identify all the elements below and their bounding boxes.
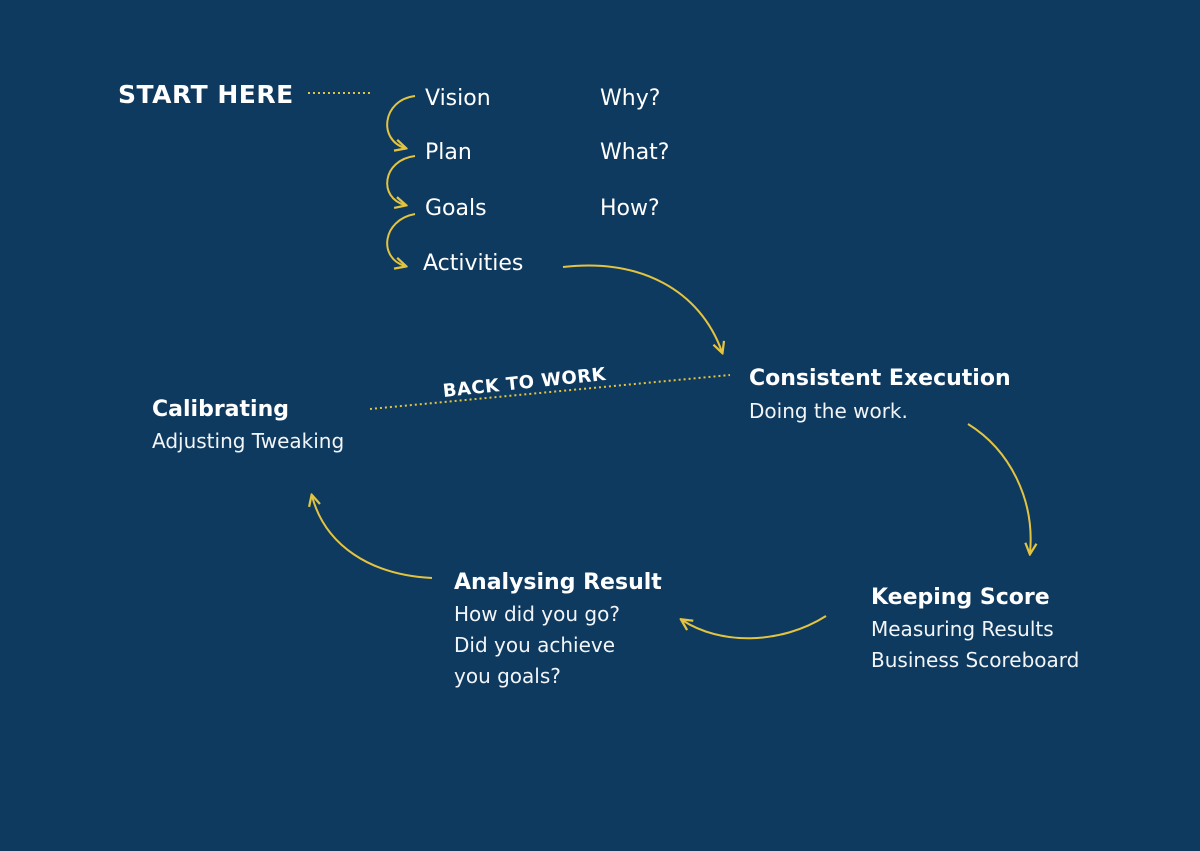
back-to-work-dotted-line <box>369 374 731 410</box>
analysing-line-3: you goals? <box>454 664 561 688</box>
score-line-1: Measuring Results <box>871 617 1054 641</box>
step-goals: Goals <box>425 196 487 221</box>
score-title: Keeping Score <box>871 585 1050 610</box>
execution-line-1: Doing the work. <box>749 399 908 423</box>
execution-title: Consistent Execution <box>749 366 1011 391</box>
start-here-label: START HERE <box>118 80 294 109</box>
analysing-to-calibrating-arrow <box>312 496 433 579</box>
question-how: How? <box>600 196 660 221</box>
question-why: Why? <box>600 86 661 111</box>
activities-to-execution-arrow <box>562 264 722 352</box>
plan-to-goals-arrow <box>386 155 416 205</box>
score-line-2: Business Scoreboard <box>871 648 1080 672</box>
analysing-line-2: Did you achieve <box>454 633 616 657</box>
calibrating-title: Calibrating <box>152 397 289 422</box>
score-to-analysing-arrow <box>682 615 827 640</box>
vision-to-plan-arrow <box>386 95 416 148</box>
execution-to-score-arrow <box>967 423 1031 553</box>
analysing-title: Analysing Result <box>454 570 662 595</box>
calibrating-line-1: Adjusting Tweaking <box>152 429 345 453</box>
step-activities: Activities <box>423 251 524 276</box>
analysing-line-1: How did you go? <box>454 602 620 626</box>
goals-to-activities-arrow <box>386 213 416 266</box>
question-what: What? <box>600 140 670 165</box>
step-plan: Plan <box>425 140 472 165</box>
step-vision: Vision <box>425 86 491 111</box>
